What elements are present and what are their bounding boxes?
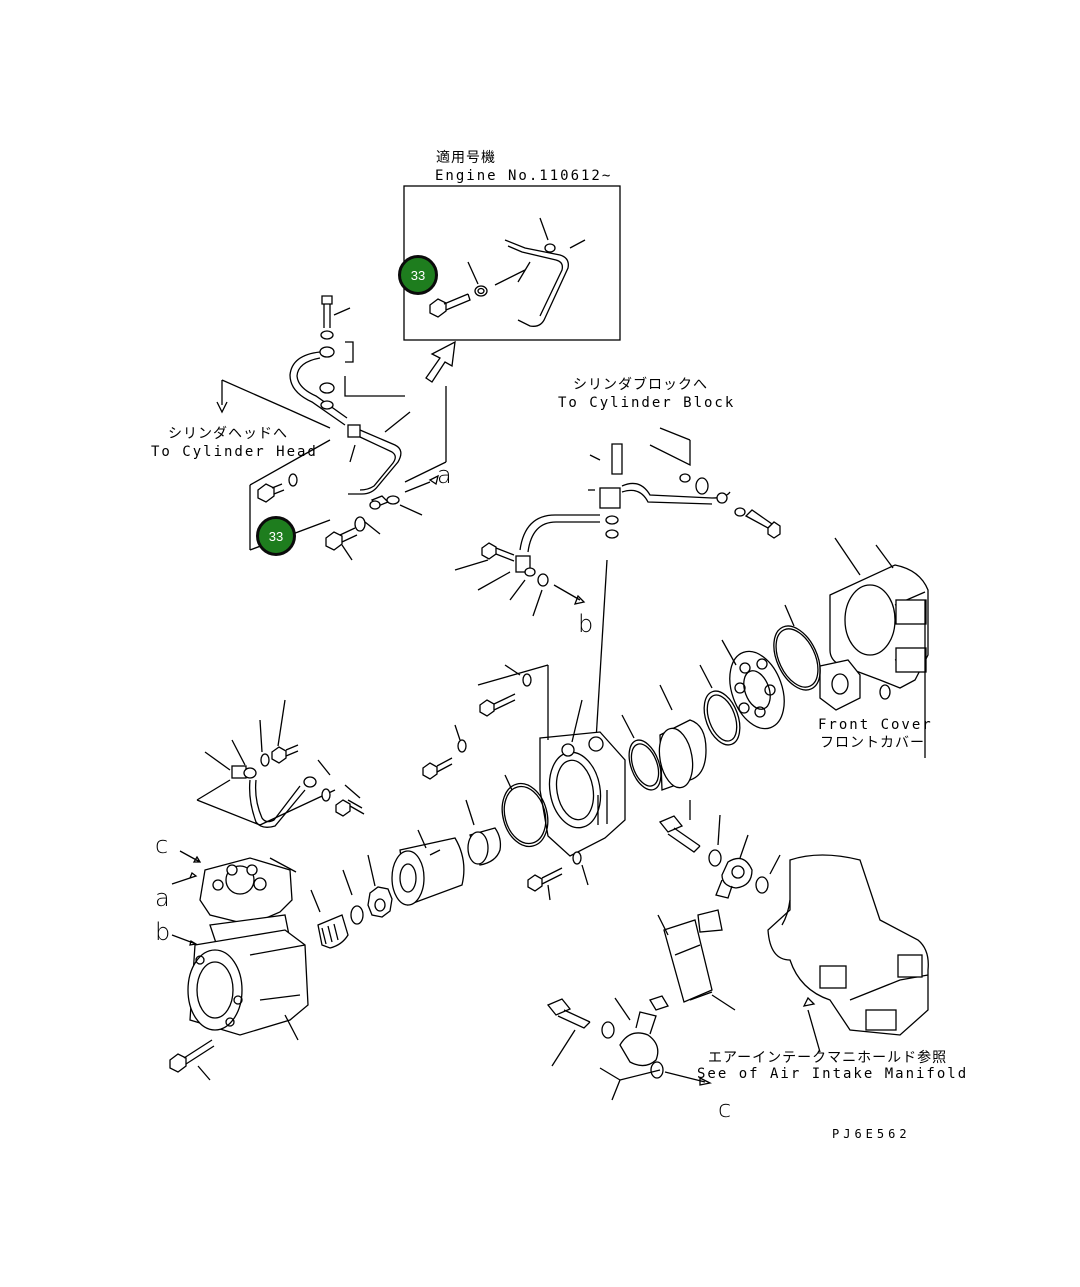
inset-arrow: [425, 340, 456, 383]
air-compressor: [169, 850, 309, 1081]
compressor-housing: [422, 664, 626, 901]
front-cover: [819, 537, 929, 758]
connector-a-upper: a: [437, 461, 452, 489]
upper-tube-assembly: [289, 295, 447, 516]
connector-b-left: b: [155, 918, 171, 946]
front-cover-label-jp: フロントカバー: [820, 735, 925, 751]
lower-left-tube: [196, 699, 365, 828]
part-callout-inset[interactable]: 33: [398, 255, 438, 295]
drawing-number: PJ6E562: [832, 1127, 911, 1141]
connector-c-left: c: [155, 831, 169, 859]
inset-title-jp: 適用号機: [436, 150, 496, 166]
cylinder-block-label-en: To Cylinder Block: [558, 395, 736, 411]
inset-title-en: Engine No.110612~: [435, 168, 613, 184]
front-cover-label-en: Front Cover: [818, 717, 933, 733]
lower-bolts-tube: [257, 473, 381, 561]
cylinder-block-label-jp: シリンダブロックへ: [573, 377, 708, 393]
connector-a-left: a: [155, 884, 170, 912]
part-callout-main[interactable]: 33: [256, 516, 296, 556]
cylinder-head-label-jp: シリンダヘッドへ: [168, 426, 288, 442]
banjo-fittings-upper: [657, 800, 781, 1011]
inset-bolt: [429, 261, 531, 318]
air-intake-label-jp: エアーインテークマニホールド参照: [708, 1050, 948, 1066]
cylinder-head-label-en: To Cylinder Head: [151, 444, 318, 460]
connector-b-upper: b: [578, 610, 594, 638]
air-intake-label-en: See of Air Intake Manifold: [697, 1066, 969, 1082]
gear-stack: [621, 604, 821, 791]
inset-pipe: [504, 217, 586, 327]
coupling-stack: [310, 774, 549, 949]
connector-c-lower: c: [718, 1095, 732, 1123]
banjo-fittings-lower: [546, 995, 712, 1101]
cylinder-block-tube: [481, 427, 781, 741]
air-intake-manifold: [767, 854, 929, 1053]
